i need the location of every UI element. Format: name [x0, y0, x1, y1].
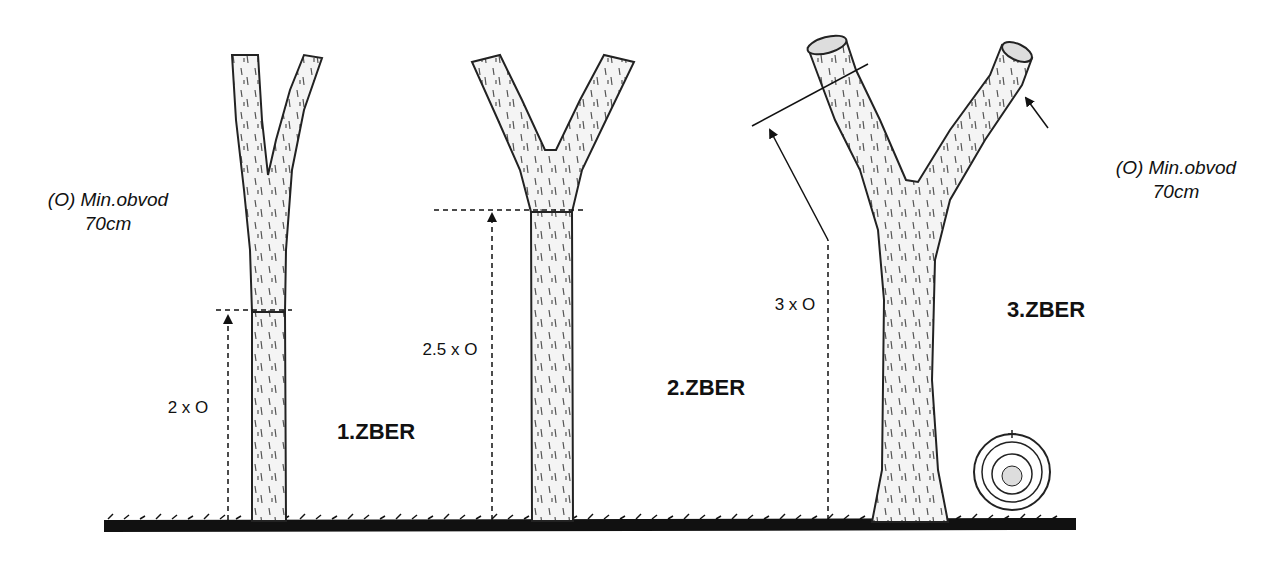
- ground-stroke: [988, 515, 993, 519]
- ground-stroke: [300, 514, 305, 519]
- ground-stroke: [652, 515, 657, 519]
- ground-stroke: [412, 515, 417, 519]
- ground-stroke: [812, 516, 817, 519]
- trunk-collar: [252, 311, 285, 313]
- dimension-label: 3 x O: [775, 294, 816, 315]
- dimension-line: [216, 310, 292, 520]
- dimension-label: 2 x O: [168, 397, 209, 418]
- ground-stroke: [860, 516, 865, 519]
- ground-stroke: [1020, 514, 1025, 519]
- ground-stroke: [1052, 516, 1057, 519]
- ground-stroke: [348, 514, 353, 519]
- tree-third: [808, 40, 1032, 522]
- ground-stroke: [316, 515, 321, 519]
- stage-label: 1.ZBER: [337, 418, 415, 446]
- ground-stroke: [620, 516, 625, 519]
- girth-note: (O) Min.obvod 70cm: [1106, 156, 1246, 204]
- tree-second: [472, 55, 634, 521]
- ground-stroke: [700, 515, 705, 519]
- ground-stroke: [716, 516, 721, 519]
- ground-stroke: [956, 516, 961, 519]
- ground-stroke: [524, 516, 529, 519]
- ground-stroke: [1004, 516, 1009, 519]
- ground-stroke: [796, 515, 801, 519]
- stage-label: 3.ZBER: [1007, 296, 1085, 324]
- ground-stroke: [188, 516, 193, 519]
- ground-stroke: [172, 515, 177, 519]
- ground-stroke: [588, 514, 593, 519]
- ground-stroke: [140, 516, 145, 519]
- ground-stroke: [748, 515, 753, 519]
- ground-stroke: [668, 516, 673, 519]
- dimension-label: 2.5 x O: [423, 339, 478, 360]
- ground-stroke: [108, 514, 113, 519]
- ground-stroke: [428, 516, 433, 519]
- girth-note: (O) Min.obvod 70cm: [38, 188, 178, 236]
- ground-stroke: [972, 514, 977, 519]
- cut-end: [999, 38, 1035, 66]
- ground-stroke: [444, 514, 449, 519]
- ground-stroke: [1036, 515, 1041, 519]
- ground-stroke: [780, 514, 785, 519]
- ground-stroke: [476, 516, 481, 519]
- ground-stroke: [220, 515, 225, 519]
- ground-stroke: [636, 514, 641, 519]
- ground-stroke: [396, 514, 401, 519]
- trunk-collar: [531, 211, 573, 213]
- ground-stroke: [460, 515, 465, 519]
- cut-end: [806, 32, 849, 58]
- ground-stroke: [236, 516, 241, 519]
- ground-stroke: [684, 514, 689, 519]
- ground-stroke: [124, 515, 129, 519]
- ground-stroke: [204, 514, 209, 519]
- dimension-line: [434, 210, 586, 520]
- ground-stroke: [156, 514, 161, 519]
- ground-stroke: [844, 515, 849, 519]
- trunk-cross-section: [974, 430, 1050, 510]
- ground-stroke: [604, 515, 609, 519]
- ground-stroke: [732, 514, 737, 519]
- stage-label: 2.ZBER: [667, 374, 745, 402]
- ground-stroke: [364, 515, 369, 519]
- ground-stroke: [332, 516, 337, 519]
- ground-stroke: [764, 516, 769, 519]
- ground-stroke: [380, 516, 385, 519]
- ground-stroke: [508, 515, 513, 519]
- dimension-line: [752, 64, 1048, 520]
- tree-first: [232, 55, 322, 521]
